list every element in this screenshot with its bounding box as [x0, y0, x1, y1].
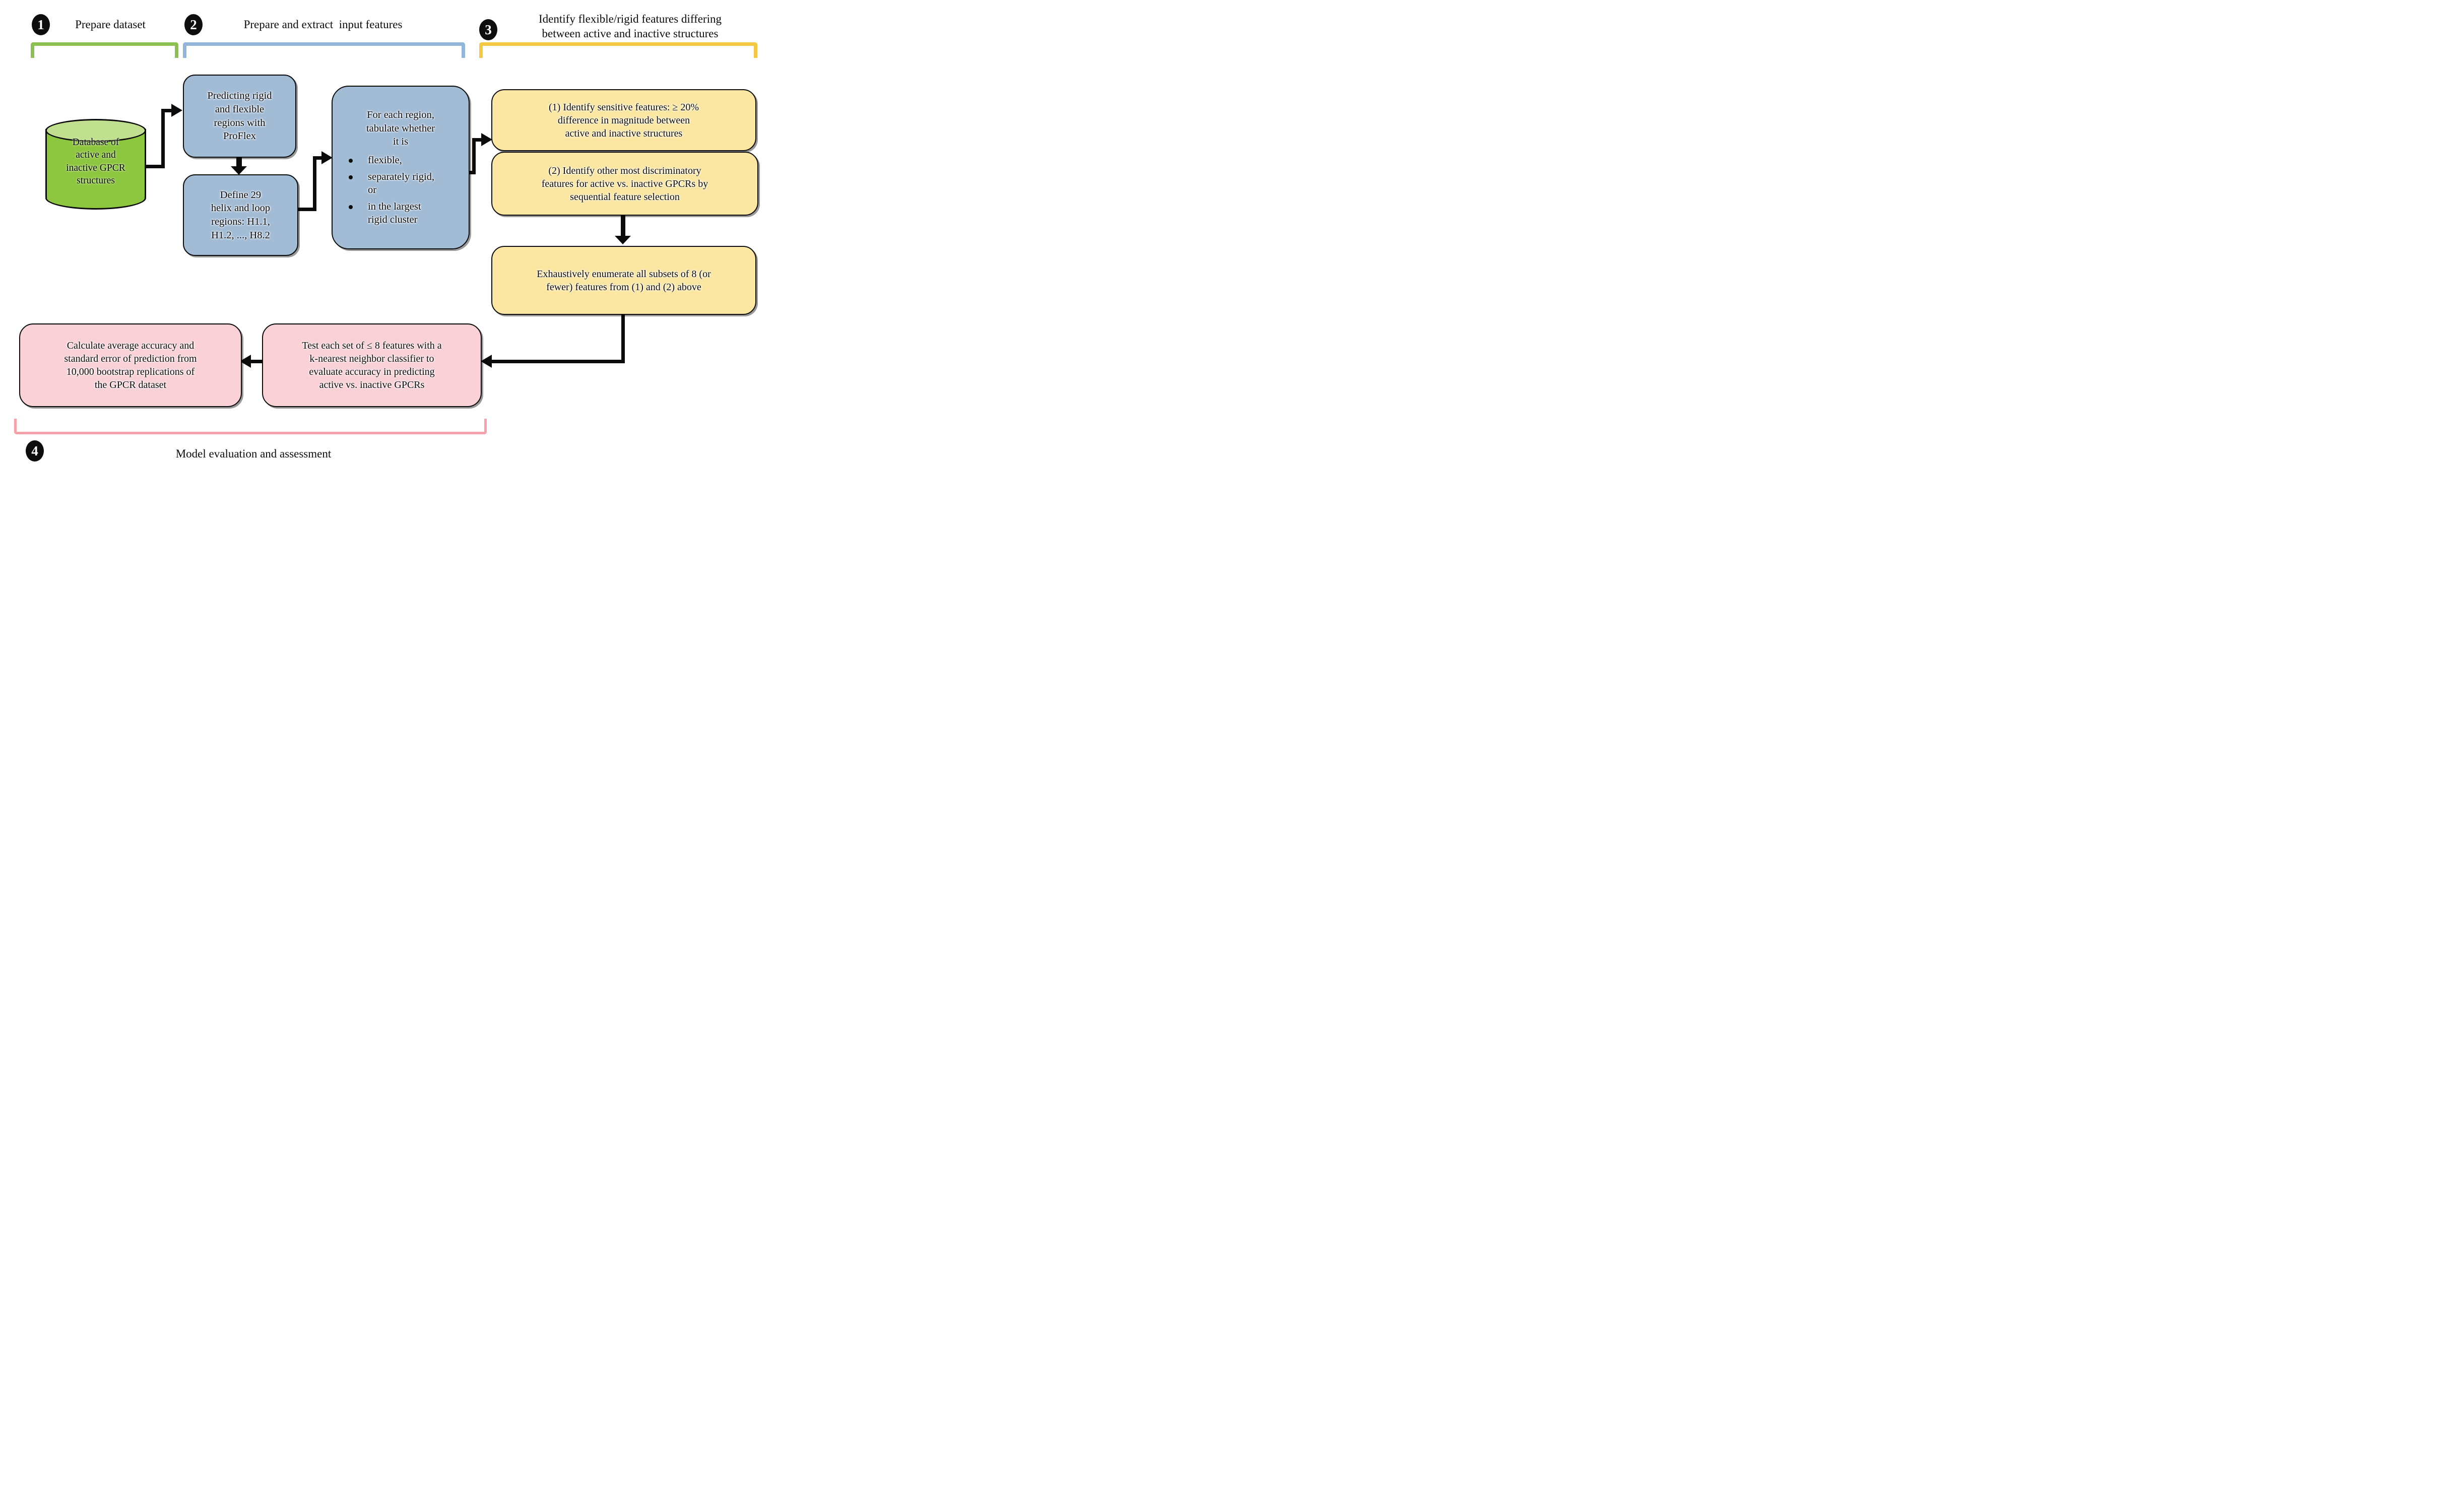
arrowhead-down-icon: [231, 166, 247, 175]
arrow-stem: [472, 138, 476, 174]
step-4-number: 4: [31, 443, 38, 458]
node-discriminatory-features: (2) Identify other most discriminatory f…: [491, 152, 758, 216]
bullet-icon: [349, 158, 353, 163]
arrow-stem: [161, 109, 172, 112]
node-discriminatory-features-label: (2) Identify other most discriminatory f…: [541, 165, 708, 203]
bracket-step4: [14, 419, 487, 434]
list-item: flexible,: [349, 154, 464, 167]
node-tabulate-intro: For each region, tabulate whether it is: [366, 109, 435, 148]
node-enumerate-subsets: Exhaustively enumerate all subsets of 8 …: [491, 246, 756, 315]
arrow-stem: [313, 156, 324, 160]
arrow-stem: [295, 208, 316, 211]
node-enumerate-subsets-label: Exhaustively enumerate all subsets of 8 …: [537, 268, 711, 293]
step-3-number: 3: [485, 22, 492, 37]
step-2-number: 2: [190, 17, 197, 32]
step-1-label: Prepare dataset: [75, 18, 146, 31]
list-item-label: in the largest rigid cluster: [368, 201, 421, 226]
step-4-label: Model evaluation and assessment: [175, 447, 332, 460]
step-2-badge: 2: [184, 14, 203, 35]
bullet-icon: [349, 175, 353, 179]
step-1-number: 1: [37, 17, 44, 32]
bracket-step1: [31, 42, 178, 58]
database-cylinder: Database of active and inactive GPCR str…: [45, 119, 146, 210]
arrowhead-left-icon: [481, 355, 492, 368]
arrow-stem: [144, 165, 164, 168]
node-sensitive-features: (1) Identify sensitive features: ≥ 20% d…: [491, 89, 756, 151]
bracket-step3: [479, 42, 757, 58]
list-item-label: separately rigid, or: [368, 171, 435, 196]
arrowhead-down-icon: [615, 236, 631, 244]
arrowhead-right-icon: [171, 104, 182, 117]
flowchart-figure: 1 Prepare dataset 2 Prepare and extract …: [0, 0, 779, 479]
arrow-stem: [313, 156, 316, 211]
node-sensitive-features-label: (1) Identify sensitive features: ≥ 20% d…: [548, 101, 699, 139]
list-item-label: flexible,: [368, 154, 402, 166]
arrow-stem: [161, 109, 165, 168]
arrowhead-right-icon: [321, 151, 333, 164]
arrow-stem: [621, 313, 625, 363]
node-tabulate: For each region, tabulate whether it is …: [332, 86, 470, 249]
list-item: in the largest rigid cluster: [349, 200, 464, 227]
step-2-label: Prepare and extract input features: [243, 18, 403, 31]
database-label: Database of active and inactive GPCR str…: [66, 137, 125, 186]
node-proflex: Predicting rigid and flexible regions wi…: [183, 75, 296, 158]
node-define-regions-label: Define 29 helix and loop regions: H1.1, …: [211, 189, 271, 241]
tabulate-bullet-list: flexible, separately rigid, or in the la…: [349, 154, 464, 227]
bullet-icon: [349, 205, 353, 209]
step-4-badge: 4: [26, 440, 44, 462]
arrow-stem: [490, 360, 625, 363]
node-knn-test: Test each set of ≤ 8 features with a k-n…: [262, 323, 482, 407]
arrow-stem: [236, 154, 242, 168]
arrowhead-right-icon: [481, 133, 492, 146]
step-1-badge: 1: [32, 14, 50, 35]
node-knn-test-label: Test each set of ≤ 8 features with a k-n…: [302, 340, 442, 390]
node-bootstrap: Calculate average accuracy and standard …: [19, 323, 242, 407]
bracket-step2: [183, 42, 465, 58]
arrow-stem: [472, 138, 483, 142]
arrow-stem: [621, 214, 625, 237]
step-3-badge: 3: [479, 19, 497, 40]
node-proflex-label: Predicting rigid and flexible regions wi…: [207, 90, 272, 142]
cylinder-top-ellipse: [45, 119, 146, 142]
arrowhead-left-icon: [240, 355, 251, 368]
node-bootstrap-label: Calculate average accuracy and standard …: [64, 340, 197, 390]
list-item: separately rigid, or: [349, 170, 464, 197]
node-define-regions: Define 29 helix and loop regions: H1.1, …: [183, 174, 298, 256]
step-3-label: Identify flexible/rigid features differi…: [539, 13, 722, 40]
arrow-stem: [250, 360, 262, 363]
